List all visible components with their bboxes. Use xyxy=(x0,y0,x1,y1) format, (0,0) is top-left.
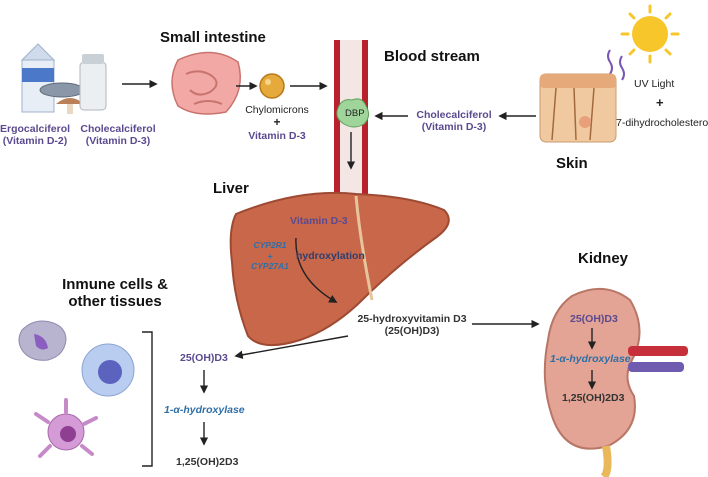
calcidiol-line1: 25-hydroxyvitamin D3 xyxy=(357,313,467,325)
arrow-hydroxylation-curve xyxy=(295,237,338,303)
chylomicron-icon xyxy=(259,73,285,99)
mushroom-icon xyxy=(56,98,84,114)
liver-title: Liver xyxy=(213,180,249,197)
immune-cells-title-line2: other tissues xyxy=(68,293,162,311)
skin-title: Skin xyxy=(556,155,588,172)
lymphocyte-cell-icon xyxy=(81,343,135,397)
ergocalciferol-label: Ergocalciferol (Vitamin D-2) xyxy=(0,123,70,147)
chylomicrons-line1: Chylomicrons xyxy=(245,104,309,116)
supplement-bottle-icon xyxy=(79,54,107,111)
dendritic-cell-icon xyxy=(34,398,98,458)
cholecalciferol-skin-line2: (Vitamin D-3) xyxy=(421,121,487,134)
calcidiol-label: 25-hydroxyvitamin D3 (25(OH)D3) xyxy=(350,313,474,337)
dbp-label: DBP xyxy=(345,108,365,119)
liver-vitamin-d3-label: Vitamin D-3 xyxy=(290,215,348,227)
ergocalciferol-line2: (Vitamin D-2) xyxy=(2,135,68,148)
liver-enzymes-label: CYP2R1 + CYP27A1 xyxy=(248,240,292,272)
kidney-title: Kidney xyxy=(578,250,629,267)
enzyme-plus: + xyxy=(267,250,273,261)
chylomicrons-line2: Vitamin D-3 xyxy=(248,129,306,142)
small-intestine-icon xyxy=(171,51,241,115)
chylomicrons-label: Chylomicrons + Vitamin D-3 xyxy=(238,104,316,142)
cholecalciferol-skin-line1: Cholecalciferol xyxy=(416,109,492,121)
dihydrocholesterol-label: 7-dihydrocholesterol xyxy=(616,117,708,129)
milk-carton-icon xyxy=(20,43,56,113)
chylomicrons-plus: + xyxy=(273,115,281,130)
kidney-calcitriol-label: 1,25(OH)2D3 xyxy=(562,392,625,404)
dbp-protein-icon xyxy=(336,98,370,128)
enzyme-cyp27a1: CYP27A1 xyxy=(251,261,289,272)
cholecalciferol-food-line1: Cholecalciferol xyxy=(80,123,156,135)
skin-section-icon xyxy=(539,73,617,143)
immune-calcitriol-label: 1,25(OH)2D3 xyxy=(176,456,239,468)
enzyme-cyp2r1: CYP2R1 xyxy=(253,240,287,250)
immune-cells-title-line1: Inmune cells & xyxy=(62,276,168,293)
immune-cells-title: Inmune cells & other tissues xyxy=(60,276,170,311)
macrophage-cell-icon xyxy=(18,320,67,361)
sun-icon xyxy=(620,4,680,64)
hydroxylation-label: hydroxylation xyxy=(296,250,365,262)
kidney-icon xyxy=(543,287,688,477)
blood-stream-title: Blood stream xyxy=(384,48,480,65)
liver-icon xyxy=(229,191,450,347)
uv-plus: + xyxy=(656,95,664,110)
cholecalciferol-food-label: Cholecalciferol (Vitamin D-3) xyxy=(78,123,158,147)
kidney-25oh-label: 25(OH)D3 xyxy=(570,313,618,325)
immune-25oh-label: 25(OH)D3 xyxy=(180,352,228,364)
arrow-liver-to-immune xyxy=(234,335,349,359)
cholecalciferol-food-line2: (Vitamin D-3) xyxy=(85,135,151,148)
uv-wave-icon xyxy=(607,49,625,81)
ergocalciferol-line1: Ergocalciferol xyxy=(0,123,71,135)
cholecalciferol-skin-label: Cholecalciferol (Vitamin D-3) xyxy=(407,109,501,133)
small-intestine-title: Small intestine xyxy=(160,29,266,46)
uv-light-label: UV Light xyxy=(634,78,675,90)
immune-hydroxylase-label: 1-α-hydroxylase xyxy=(164,404,245,416)
calcidiol-line2: (25(OH)D3) xyxy=(384,325,440,338)
immune-bracket xyxy=(142,331,153,467)
kidney-hydroxylase-label: 1-α-hydroxylase xyxy=(550,353,631,365)
